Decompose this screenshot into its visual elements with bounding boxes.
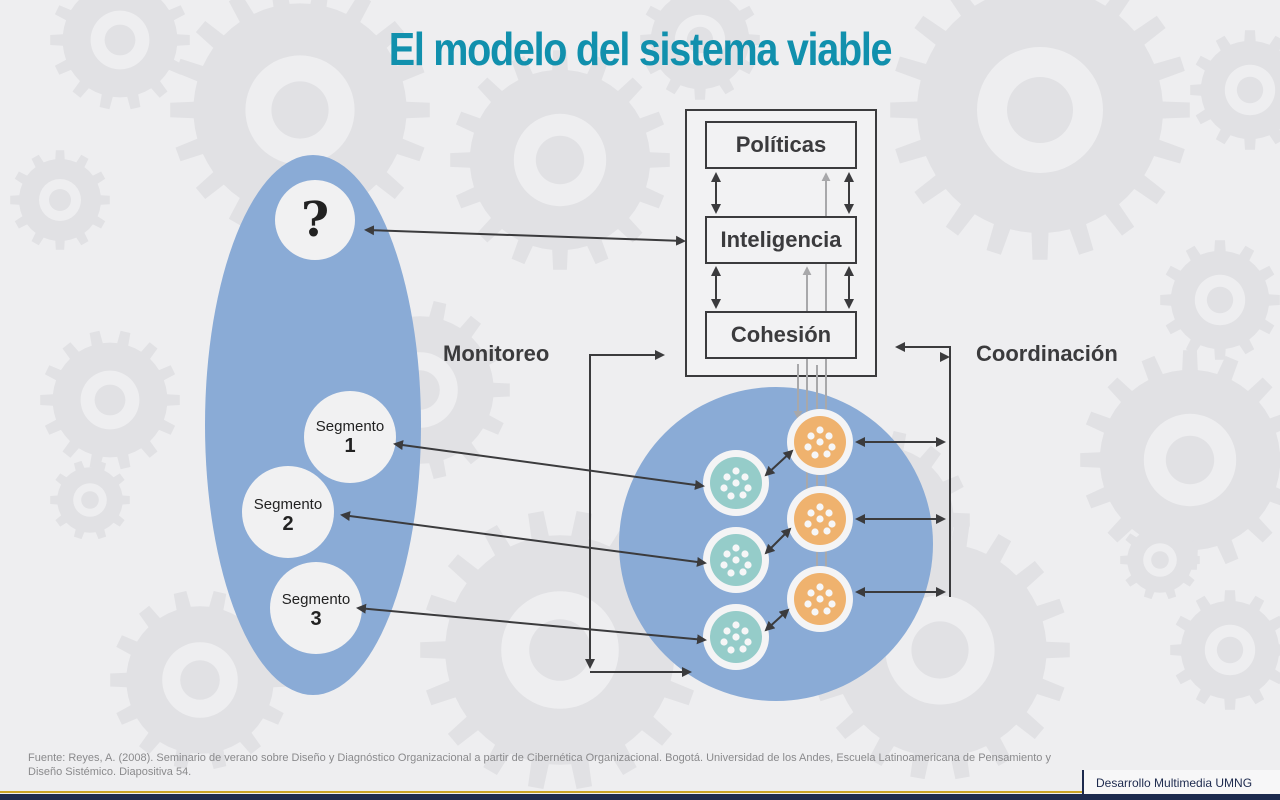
unit-dot xyxy=(741,473,749,481)
unit-dot xyxy=(723,550,731,558)
unit-dot xyxy=(823,607,831,615)
unit-dot xyxy=(739,568,747,576)
question-mark: ? xyxy=(300,192,330,248)
gear-hub xyxy=(180,660,220,700)
unit-dot xyxy=(811,451,819,459)
unknown-circle xyxy=(275,180,355,260)
gear-hub xyxy=(81,491,99,509)
unit-dot xyxy=(811,528,819,536)
unit-dot xyxy=(825,509,833,517)
unit-dot xyxy=(811,608,819,616)
unit-dot xyxy=(732,633,740,641)
unit-dot xyxy=(739,491,747,499)
segment-1-number: 1 xyxy=(344,435,356,457)
unit-dot xyxy=(816,583,824,591)
segment-1-name: Segmento xyxy=(315,418,385,435)
segment-2-number: 2 xyxy=(282,513,294,535)
unit-dot xyxy=(744,484,752,492)
unit-dot xyxy=(807,589,815,597)
unit-dot xyxy=(732,479,740,487)
footer-bar xyxy=(0,794,1280,800)
unit-dot xyxy=(816,503,824,511)
unit-dot xyxy=(823,527,831,535)
segment-2-name: Segmento xyxy=(253,496,323,513)
gear-hub xyxy=(1007,77,1073,143)
gear-hub xyxy=(535,135,585,185)
unit-dot xyxy=(816,515,824,523)
unit-dot xyxy=(807,432,815,440)
gear-hub xyxy=(1236,76,1264,104)
label-coordination: Coordinación xyxy=(976,341,1118,366)
unit-dot xyxy=(741,627,749,635)
unit-dot xyxy=(723,473,731,481)
gear-hub xyxy=(49,189,71,211)
unit-dot xyxy=(828,520,836,528)
unit-dot xyxy=(828,443,836,451)
unit-dot xyxy=(720,638,728,646)
unit-dot xyxy=(825,432,833,440)
unit-dot xyxy=(732,544,740,552)
gear-hub xyxy=(686,26,714,54)
gear-hub xyxy=(1216,636,1244,664)
unit-dot xyxy=(727,646,735,654)
gear-hub xyxy=(271,81,329,139)
box-intelligence: Inteligencia xyxy=(705,216,857,264)
unit-dot xyxy=(744,561,752,569)
footer-label: Desarrollo Multimedia UMNG xyxy=(1096,776,1253,790)
unit-dot xyxy=(816,426,824,434)
unit-dot xyxy=(727,492,735,500)
footer-tab xyxy=(1082,770,1280,794)
unit-dot xyxy=(816,438,824,446)
gear-hub xyxy=(1206,286,1234,314)
unit-dot xyxy=(823,450,831,458)
unit-dot xyxy=(804,443,812,451)
unit-dot xyxy=(720,561,728,569)
unit-dot xyxy=(739,645,747,653)
box-policies: Políticas xyxy=(705,121,857,169)
unit-dot xyxy=(732,556,740,564)
source-citation: Fuente: Reyes, A. (2008). Seminario de v… xyxy=(28,752,1051,778)
unit-dot xyxy=(807,509,815,517)
unit-dot xyxy=(744,638,752,646)
unit-dot xyxy=(732,467,740,475)
unit-dot xyxy=(720,484,728,492)
gear-hub xyxy=(94,384,126,416)
gear-hub xyxy=(911,621,969,679)
segment-2: Segmento 2 xyxy=(242,496,334,536)
page-title: El modelo del sistema viable xyxy=(388,23,893,75)
unit-dot xyxy=(825,589,833,597)
unit-dot xyxy=(723,627,731,635)
label-monitoring: Monitoreo xyxy=(443,341,550,366)
unit-dot xyxy=(816,595,824,603)
segment-3-circle xyxy=(270,562,362,654)
operational-units xyxy=(703,409,853,670)
gear-hub xyxy=(1165,435,1215,485)
segment-1: Segmento 1 xyxy=(304,418,396,458)
arrows xyxy=(340,172,951,677)
gear-hub xyxy=(104,24,136,56)
segment-3-name: Segmento xyxy=(281,591,351,608)
unit-dot xyxy=(732,621,740,629)
footer-stripe xyxy=(0,791,1280,793)
unit-dot xyxy=(828,600,836,608)
segment-2-circle xyxy=(242,466,334,558)
gear-hub xyxy=(1151,551,1169,569)
box-cohesion: Cohesión xyxy=(705,311,857,359)
segment-3-number: 3 xyxy=(310,608,322,630)
unit-dot xyxy=(741,550,749,558)
unit-dot xyxy=(804,520,812,528)
segment-1-circle xyxy=(304,391,396,483)
segment-3: Segmento 3 xyxy=(270,591,362,631)
unit-dot xyxy=(804,600,812,608)
unit-dot xyxy=(727,569,735,577)
